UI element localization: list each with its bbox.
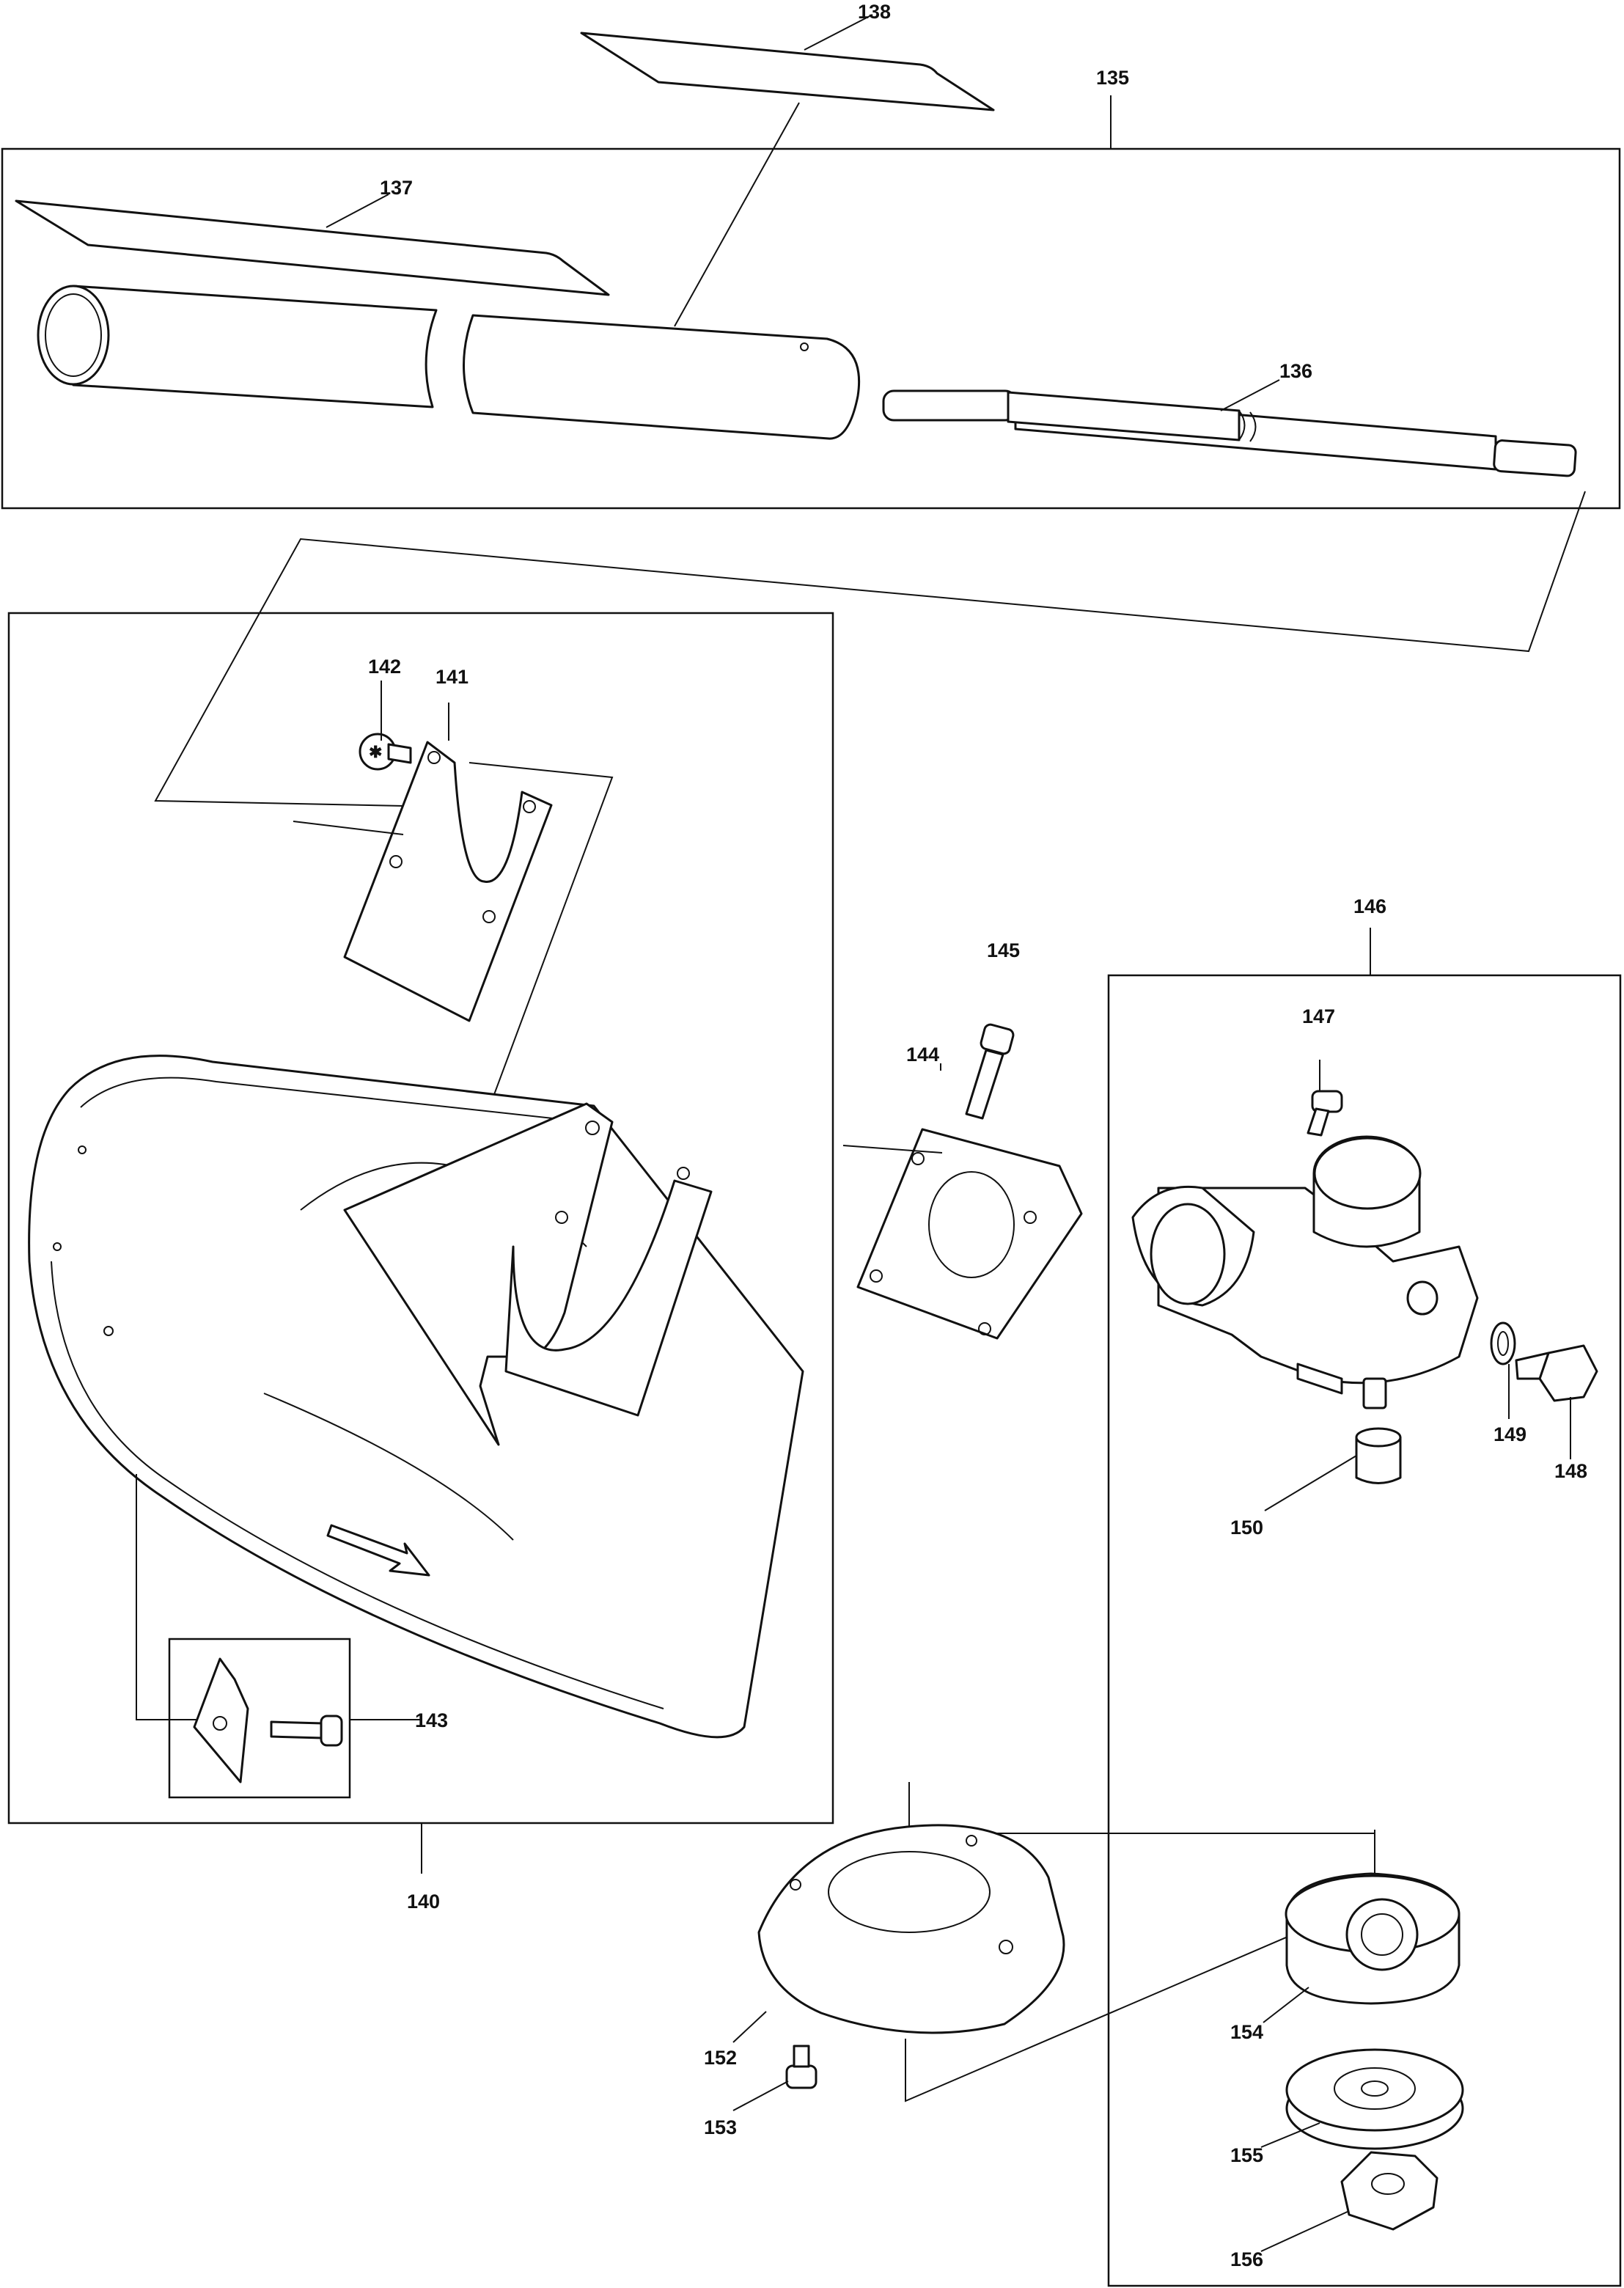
projection-outline-154-155 [905,1830,1375,2102]
callout-150: 150 [1230,1517,1263,1539]
part-143-screw [270,1720,324,1739]
callout-137: 137 [380,177,413,199]
callout-147: 147 [1302,1005,1335,1027]
tube-left-end [37,285,110,386]
callout-154: 154 [1230,2021,1263,2043]
callout-148: 148 [1554,1460,1587,1482]
callout-136: 136 [1279,360,1312,382]
box-143-inset [168,1638,351,1799]
part-144-bracket [856,1128,1083,1340]
part-136-shaft-spline-right [1493,439,1577,477]
callout-145: 145 [987,939,1020,961]
callout-140: 140 [407,1891,440,1913]
part-135-tube-left [72,285,438,408]
part-138-label [580,32,995,111]
callout-141: 141 [436,666,469,688]
part-150-collar [1355,1436,1402,1484]
box-135-shaft-assembly [1,147,1621,510]
part-141-bracket-plate [343,741,553,1022]
callout-155: 155 [1230,2144,1263,2166]
callout-153: 153 [704,2116,737,2138]
callout-146: 146 [1353,895,1386,917]
part-153-screw [785,2064,817,2089]
callout-135: 135 [1096,67,1129,89]
projection-outline-141 [469,762,614,1123]
part-137-label [15,199,610,296]
part-156-nut [1340,2151,1439,2231]
part-152-guard-cup [757,1824,1065,2034]
callout-149: 149 [1493,1423,1526,1445]
projection-outline-shaft-to-guard [154,491,1586,807]
part-143-clip [193,1657,249,1783]
part-135-tube-right [463,314,861,440]
callout-142: 142 [368,656,401,678]
callout-144: 144 [906,1044,939,1066]
projection-outline-152-155 [908,1782,1375,1834]
part-136-shaft-spline-left [882,389,1017,422]
callout-152: 152 [704,2047,737,2069]
box-146-gear-head-assembly [1107,974,1622,2287]
part-149-washer [1490,1321,1516,1365]
callout-138: 138 [858,1,891,23]
part-140-guard [28,1055,804,1739]
svg-text:✱: ✱ [369,743,382,761]
callout-156: 156 [1230,2248,1263,2270]
callout-143: 143 [415,1709,448,1731]
rotation-arrow-icon [326,1524,430,1577]
